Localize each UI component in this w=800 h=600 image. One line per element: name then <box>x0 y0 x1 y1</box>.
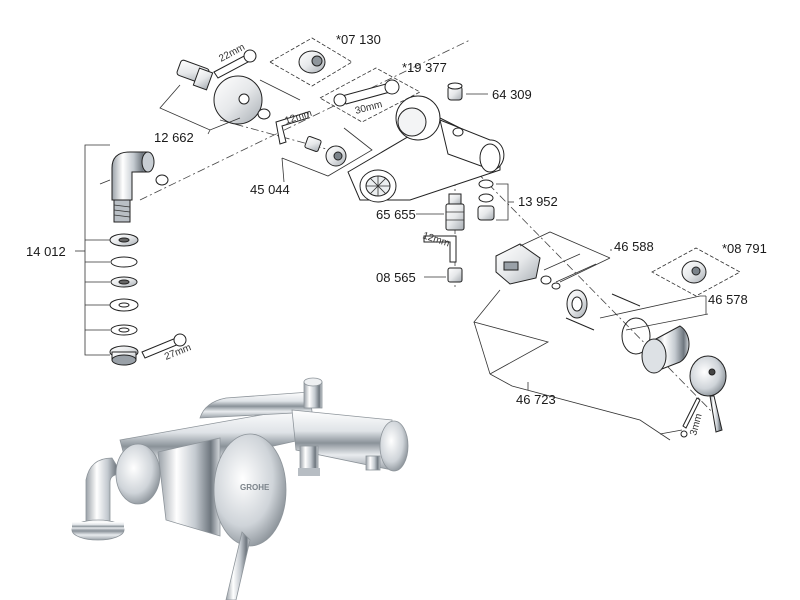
part-64309-group: 64 309 <box>447 82 532 102</box>
label-07130: *07 130 <box>336 32 381 47</box>
label-19377: *19 377 <box>402 60 447 75</box>
label-45044: 45 044 <box>250 182 290 197</box>
lever-handle-part <box>689 355 727 433</box>
washer-stack <box>109 233 139 366</box>
label-46723: 46 723 <box>516 392 556 407</box>
label-46578: 46 578 <box>708 292 748 307</box>
label-65655: 65 655 <box>376 207 416 222</box>
left-end-cap <box>115 443 161 505</box>
part-08565-group: 12mm 08 565 <box>376 230 463 285</box>
cover-rosette-part <box>213 75 271 125</box>
part-14012-group: 14 012 <box>26 144 193 366</box>
left-wall-union <box>71 457 125 541</box>
label-08565: 08 565 <box>376 270 416 285</box>
handle-body: GROHE <box>157 433 287 600</box>
brand-logo: GROHE <box>240 483 270 492</box>
part-08791-group: *08 791 <box>651 241 767 297</box>
part-13952-group: 13 952 <box>477 179 558 221</box>
hex-connector-part <box>176 59 214 91</box>
wrench-22mm-icon <box>213 49 257 79</box>
part-19377-group: 30mm *19 377 <box>319 60 447 123</box>
wrench-27mm-icon <box>141 333 187 359</box>
part-46588-group: 46 588 <box>495 231 654 290</box>
part-65655-group: 65 655 <box>376 193 465 231</box>
mixer-body-part <box>347 95 505 203</box>
dim-12mm-a: 12mm <box>284 108 314 127</box>
label-14012: 14 012 <box>26 244 66 259</box>
product-photo: GROHE <box>71 377 409 600</box>
label-12662: 12 662 <box>154 130 194 145</box>
part-46723-group: 46 723 <box>473 289 683 441</box>
dim-12mm-b: 12mm <box>421 230 451 249</box>
part-46578-group: 46 578 <box>565 289 748 374</box>
allen-key-3mm-icon <box>680 397 701 438</box>
label-08791: *08 791 <box>722 241 767 256</box>
label-13952: 13 952 <box>518 194 558 209</box>
label-64309: 64 309 <box>492 87 532 102</box>
label-46588: 46 588 <box>614 239 654 254</box>
elbow-connector-part <box>111 151 155 223</box>
dim-30mm: 30mm <box>354 99 384 117</box>
part-07130-group: *07 130 <box>269 32 381 87</box>
